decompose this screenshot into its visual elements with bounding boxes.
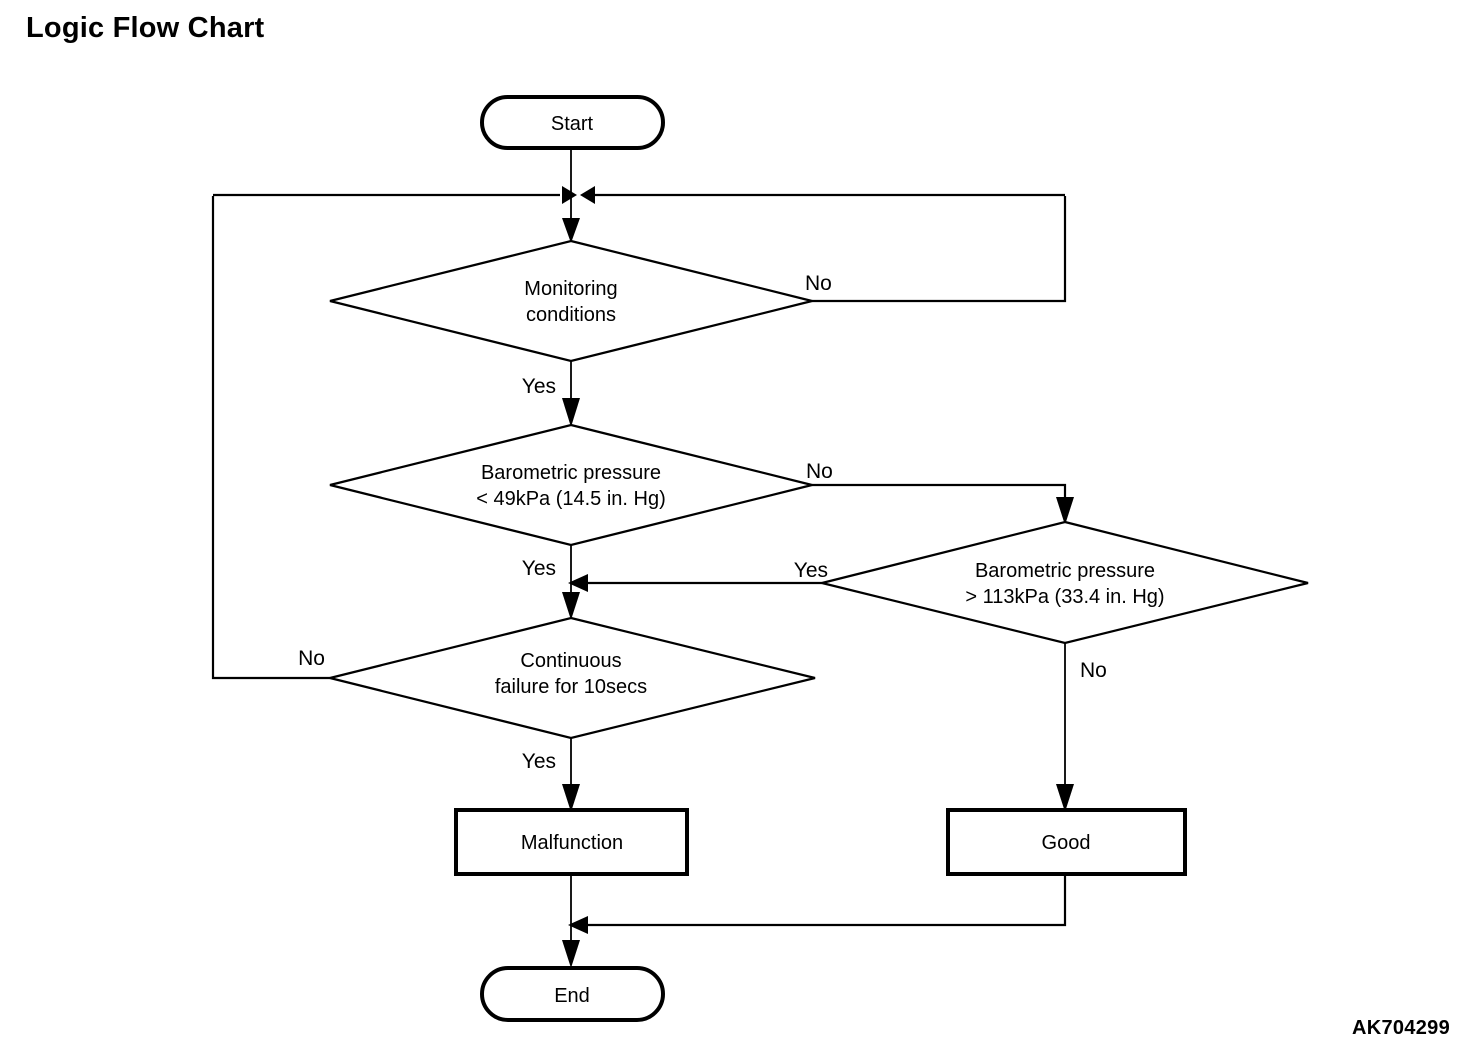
page-title: Logic Flow Chart — [26, 12, 265, 44]
arrowhead-into-good — [1056, 784, 1074, 812]
node-good[interactable]: Good — [946, 808, 1187, 876]
node-continuous-failure[interactable]: Continuous failure for 10secs — [329, 616, 816, 740]
start-label: Start — [551, 113, 594, 135]
node-end[interactable]: End — [480, 966, 665, 1022]
start-shape — [480, 95, 665, 150]
barometric-pressure-low-shape — [329, 423, 813, 547]
good-label: Good — [1042, 832, 1091, 854]
node-malfunction[interactable]: Malfunction — [454, 808, 689, 876]
monitoring-conditions-label-line1: Monitoring — [524, 278, 617, 300]
connector-monitoring-no — [812, 196, 1067, 303]
malfunction-label: Malfunction — [521, 832, 623, 854]
edge-label-baro-high-no: No — [1080, 659, 1107, 682]
edge-label-monitoring-no: No — [805, 272, 832, 295]
barometric-pressure-low-label-line1: Barometric pressure — [481, 462, 661, 484]
continuous-failure-label-line2: failure for 10secs — [495, 676, 647, 698]
arrowhead-junction-from-left — [562, 186, 577, 204]
arrowhead-into-monitoring — [562, 218, 580, 243]
monitoring-conditions-label-line2: conditions — [526, 304, 616, 326]
node-monitoring-conditions[interactable]: Monitoring conditions — [329, 239, 813, 363]
arrowhead-into-malfunction — [562, 784, 580, 812]
barometric-pressure-low-label-line2: < 49kPa (14.5 in. Hg) — [476, 488, 666, 510]
node-start[interactable]: Start — [480, 95, 665, 150]
connector-baro-low-no — [812, 483, 1067, 517]
malfunction-shape — [454, 808, 689, 876]
edge-label-baro-high-yes: Yes — [794, 559, 828, 582]
node-barometric-pressure-low[interactable]: Barometric pressure < 49kPa (14.5 in. Hg… — [329, 423, 813, 547]
arrowhead-good-into-trunk — [568, 916, 588, 934]
edge-label-baro-low-no: No — [806, 460, 833, 483]
barometric-pressure-high-shape — [821, 520, 1309, 645]
connector-continuous-no — [211, 196, 330, 680]
arrowhead-into-continuous — [562, 592, 580, 620]
edge-label-continuous-yes: Yes — [522, 750, 556, 773]
arrowhead-into-baro-low — [562, 398, 580, 427]
good-shape — [946, 808, 1187, 876]
barometric-pressure-high-label-line2: > 113kPa (33.4 in. Hg) — [965, 586, 1164, 608]
end-shape — [480, 966, 665, 1022]
reference-code: AK704299 — [1351, 1017, 1450, 1039]
arrowhead-into-baro-high — [1056, 497, 1074, 525]
monitoring-conditions-shape — [329, 239, 813, 363]
edge-label-layer: No Yes No Yes Yes No No Yes — [298, 272, 1107, 773]
connector-good-to-merge — [585, 874, 1067, 927]
edge-label-continuous-no: No — [298, 647, 325, 670]
continuous-failure-label-line1: Continuous — [520, 650, 621, 672]
node-barometric-pressure-high[interactable]: Barometric pressure > 113kPa (33.4 in. H… — [821, 520, 1309, 645]
continuous-failure-shape — [329, 616, 816, 740]
end-label: End — [554, 985, 590, 1007]
arrowhead-into-end — [562, 940, 580, 968]
edge-label-baro-low-yes: Yes — [522, 557, 556, 580]
edge-label-monitoring-yes: Yes — [522, 375, 556, 398]
arrowhead-junction-from-right — [580, 186, 595, 204]
arrowhead-baro-high-yes-into-trunk — [568, 574, 588, 592]
connector-layer — [211, 148, 1074, 968]
barometric-pressure-high-label-line1: Barometric pressure — [975, 560, 1155, 582]
